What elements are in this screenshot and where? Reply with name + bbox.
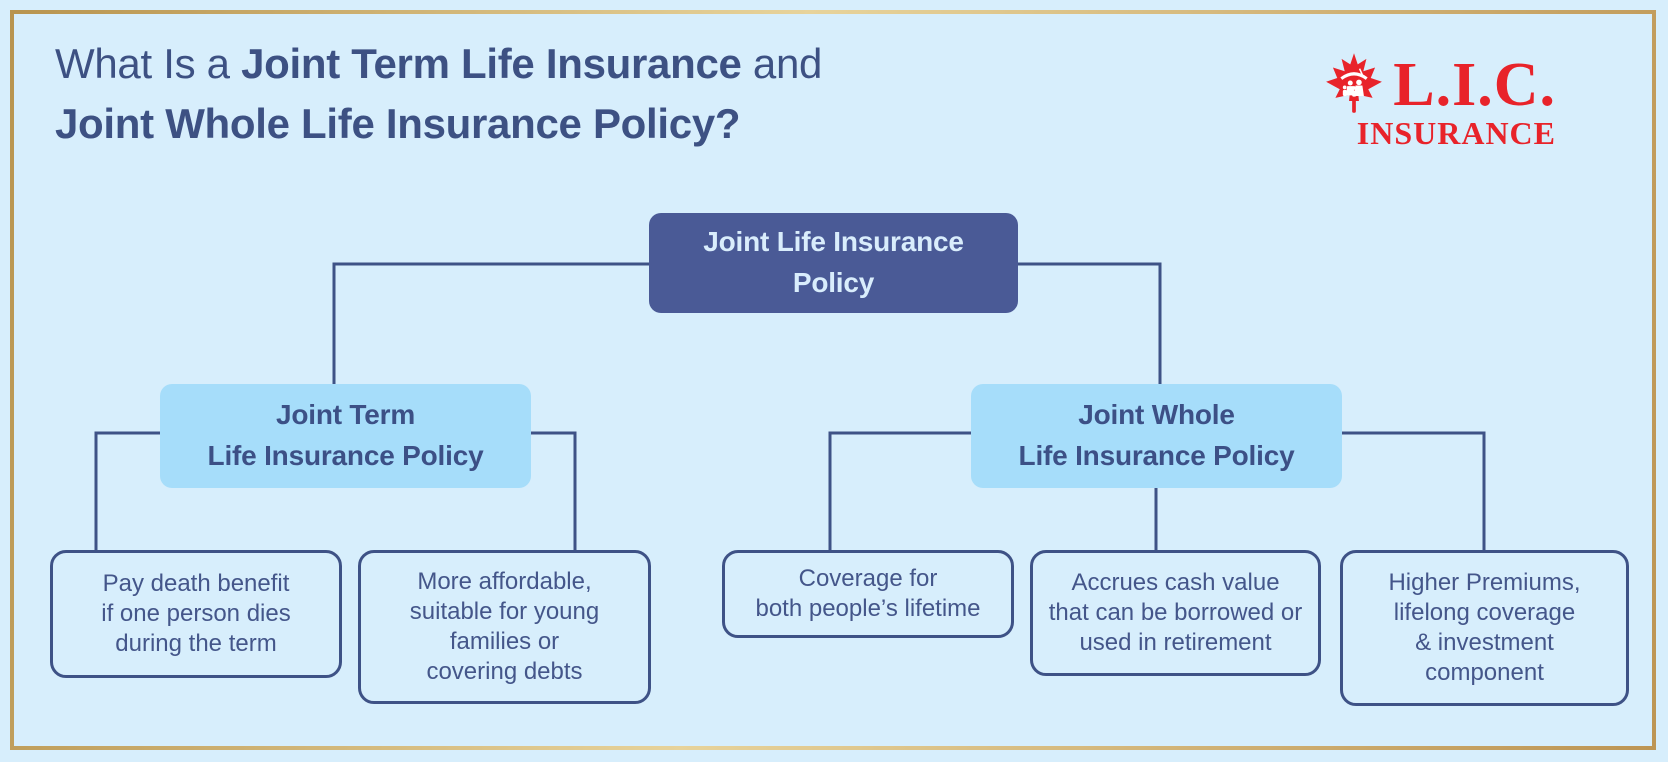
node-joint-term-life-insurance-policy: Joint Term Life Insurance Policy xyxy=(160,384,531,488)
lic-insurance-logo: L.I.C. INSURANCE xyxy=(1321,52,1556,149)
node-joint-whole-life-insurance-policy: Joint Whole Life Insurance Policy xyxy=(971,384,1342,488)
leaf-more-affordable: More affordable, suitable for young fami… xyxy=(358,550,651,704)
maple-leaf-family-icon xyxy=(1326,53,1383,113)
leaf-accrues-cash-value: Accrues cash value that can be borrowed … xyxy=(1030,550,1321,676)
node-joint-life-insurance-policy: Joint Life Insurance Policy xyxy=(649,213,1018,313)
title-line-2: Joint Whole Life Insurance Policy? xyxy=(55,100,741,147)
leaf-higher-premiums: Higher Premiums, lifelong coverage & inv… xyxy=(1340,550,1629,706)
page-title: What Is a Joint Term Life Insurance and … xyxy=(55,34,822,154)
logo-acronym: L.I.C. xyxy=(1393,50,1556,119)
logo-top-row: L.I.C. xyxy=(1321,50,1556,119)
leaf-pay-death-benefit: Pay death benefit if one person dies dur… xyxy=(50,550,342,678)
title-line-1: What Is a Joint Term Life Insurance and xyxy=(55,34,822,94)
title-suffix: and xyxy=(741,40,823,87)
logo-name: INSURANCE xyxy=(1356,115,1556,151)
title-prefix: What Is a xyxy=(55,40,242,87)
leaf-coverage-both-lifetimes: Coverage for both people’s lifetime xyxy=(722,550,1014,638)
title-bold-term: Joint Term Life Insurance xyxy=(241,40,742,87)
